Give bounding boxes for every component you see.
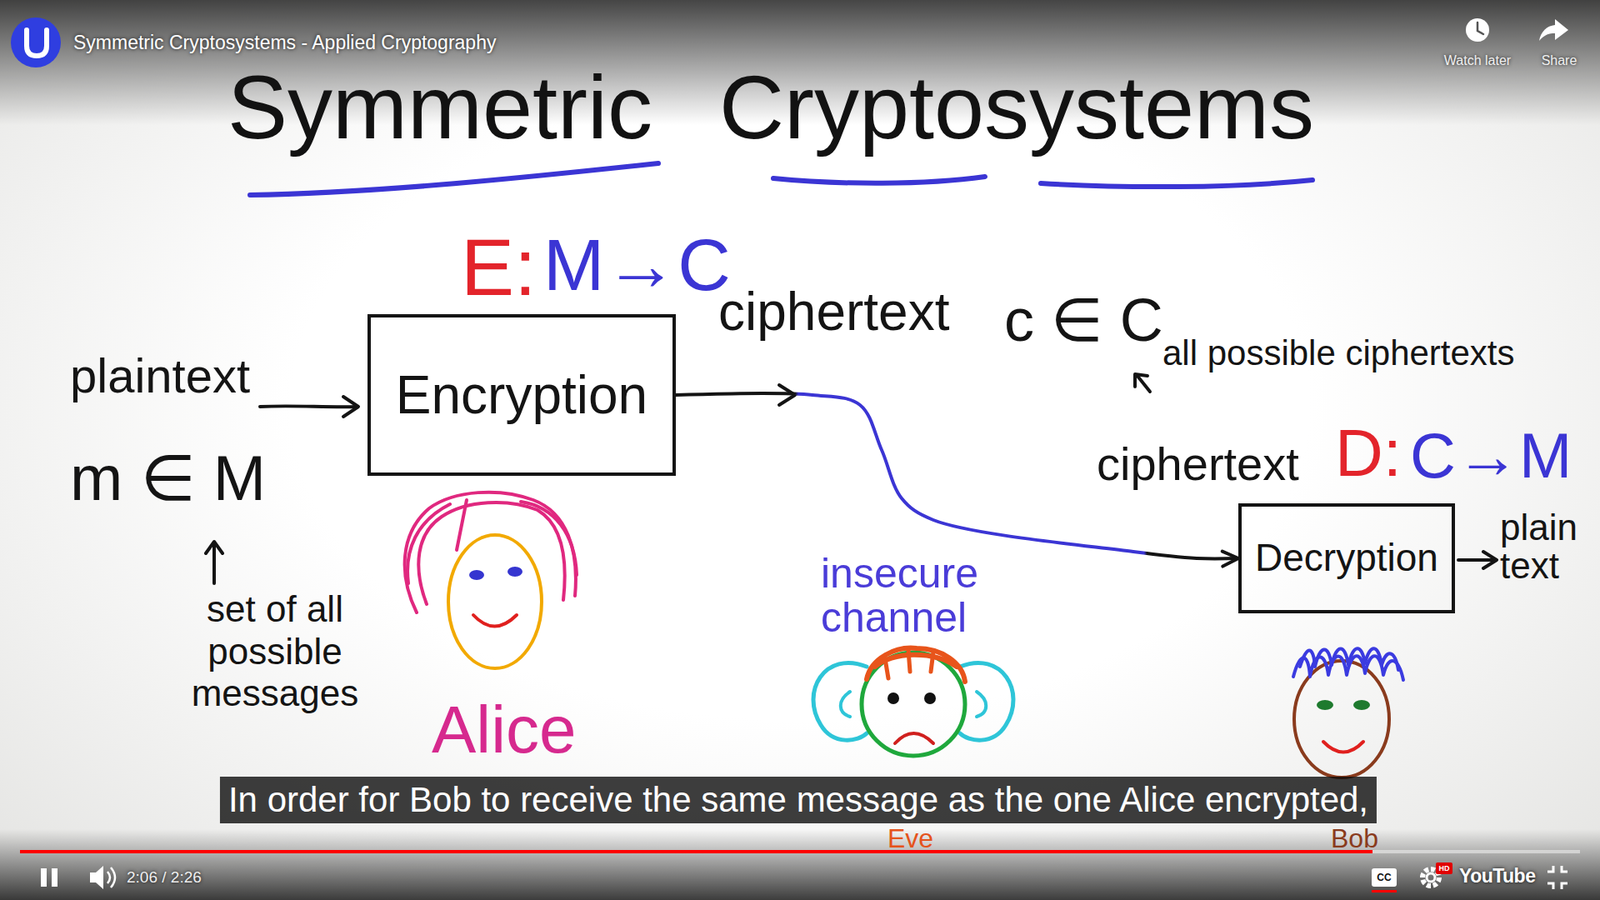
eye	[1353, 700, 1370, 710]
face	[448, 535, 542, 669]
arrow-head	[1135, 374, 1148, 387]
mouth	[895, 733, 934, 744]
face	[861, 652, 965, 756]
share-icon	[1539, 19, 1569, 41]
title-underline	[250, 163, 659, 195]
function-name: E:	[460, 223, 537, 312]
arrow-head	[1483, 551, 1497, 569]
ear	[840, 691, 850, 717]
function-signature: C→M	[1410, 420, 1572, 491]
input-arrow	[260, 404, 357, 409]
cc-icon-text: CC	[1376, 872, 1391, 883]
fullscreen-icon	[1547, 865, 1568, 890]
data-label: ciphertext	[1096, 437, 1300, 491]
pause-icon	[51, 868, 58, 887]
pause-icon	[40, 868, 47, 887]
box-label: Encryption	[395, 363, 648, 428]
clock-icon	[1477, 22, 1484, 35]
data-label: ciphertext	[718, 281, 950, 344]
hair	[405, 492, 576, 613]
eye	[469, 570, 485, 580]
button-label: Share	[1541, 53, 1578, 69]
hair	[407, 504, 450, 584]
face	[1294, 660, 1390, 778]
set-membership: m ∈ M	[70, 441, 266, 515]
mouth	[473, 615, 517, 627]
person-name: Eve	[887, 825, 934, 852]
person-name: Alice	[431, 693, 576, 767]
alice-figure	[405, 492, 577, 669]
eye	[1316, 700, 1334, 710]
ear	[813, 662, 867, 740]
time-display: 2:06 / 2:26	[126, 868, 202, 887]
ear	[976, 691, 986, 717]
annotation: all possible ciphertexts	[1162, 333, 1515, 374]
hair	[885, 650, 934, 679]
title-underline	[1040, 180, 1313, 187]
volume-icon	[107, 867, 115, 888]
youtube-logo: YouTube	[1459, 865, 1535, 887]
cc-underline	[1371, 890, 1397, 893]
box-label: Decryption	[1255, 535, 1439, 581]
arrow-head	[343, 396, 359, 417]
eye	[924, 692, 936, 705]
output-arrow	[1458, 558, 1495, 562]
ear	[960, 662, 1014, 740]
function-name: D:	[1335, 416, 1402, 490]
diagram-title: Symmetric Cryptosystems	[227, 62, 1315, 153]
clock-icon	[1465, 18, 1490, 42]
hd-badge-text: HD	[1439, 865, 1450, 873]
process-box: Encryption	[367, 314, 676, 477]
hair	[1300, 648, 1399, 670]
settings-icon	[1426, 873, 1435, 882]
mouth	[1323, 741, 1364, 753]
hair	[456, 500, 467, 550]
pointer-arrow	[1136, 375, 1150, 392]
set-membership: c ∈ C	[1004, 287, 1164, 354]
person-name: Bob	[1330, 825, 1379, 852]
eve-figure	[813, 648, 1014, 756]
channel-logo	[26, 30, 47, 56]
video-title: Symmetric Cryptosystems - Applied Crypto…	[73, 31, 496, 54]
annotation: set of all possible messages	[162, 588, 388, 715]
subtitle-caption: In order for Bob to receive the same mes…	[220, 776, 1377, 824]
process-box: Decryption	[1238, 503, 1455, 613]
channel-logo	[10, 17, 61, 68]
hd-badge	[1435, 862, 1453, 875]
eye	[887, 692, 900, 705]
bob-figure	[1293, 648, 1404, 778]
channel-label: insecure channel	[820, 551, 1055, 640]
hair	[866, 648, 965, 682]
pointer-arrow	[212, 543, 216, 584]
cc-icon	[1371, 868, 1397, 887]
arrow-head	[205, 541, 223, 554]
eye	[507, 566, 523, 577]
hair	[418, 502, 565, 605]
output-label: plain text	[1500, 508, 1592, 585]
input-label: plaintext	[70, 348, 250, 405]
volume-icon	[90, 865, 104, 890]
button-label: Watch later	[1444, 53, 1511, 69]
title-underline	[773, 176, 985, 184]
progress-bar	[20, 850, 1373, 854]
hair	[520, 501, 577, 575]
function-signature: M→C	[543, 225, 731, 306]
